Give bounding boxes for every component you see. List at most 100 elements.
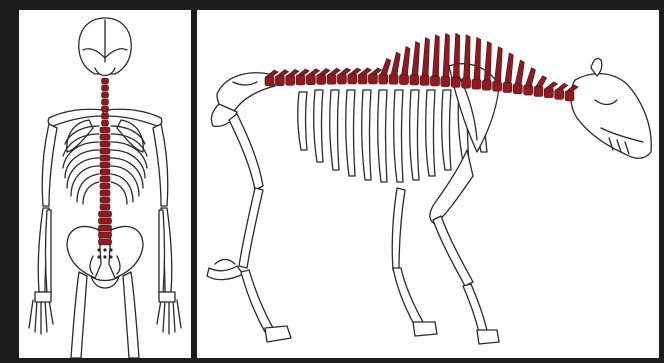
human-vertebra	[99, 232, 112, 238]
quadruped-dorsal-process	[381, 58, 391, 74]
quadruped-dorsal-process	[495, 47, 503, 82]
quadruped-dorsal-process	[319, 68, 330, 74]
human-vertebra	[99, 218, 112, 224]
human-sacrum-dot	[103, 255, 106, 258]
quadruped-vertebra	[368, 74, 377, 84]
human-vertebra	[100, 134, 110, 140]
quadruped-vertebra	[544, 88, 553, 98]
quadruped-dorsal-process	[474, 37, 481, 79]
quadruped-vertebra	[286, 75, 295, 85]
human-vertebra	[102, 113, 109, 119]
human-vertebra	[100, 127, 110, 133]
human-sacrum-dot	[103, 248, 106, 251]
quadruped-dorsal-process	[401, 46, 409, 74]
quadruped-vertebra	[493, 81, 502, 91]
quadruped-skeleton-drawing	[197, 10, 659, 358]
quadruped-vertebra	[306, 75, 315, 85]
quadruped-dorsal-process	[484, 41, 491, 80]
quadruped-dorsal-process	[288, 69, 299, 75]
human-vertebra	[100, 148, 110, 154]
human-vertebra	[100, 197, 110, 203]
human-vertebra	[99, 239, 112, 245]
human-vertebra	[100, 190, 110, 196]
quadruped-dorsal-process	[422, 38, 429, 76]
quadruped-vertebral-column	[265, 33, 578, 101]
quadruped-dorsal-process	[360, 68, 371, 74]
quadruped-vertebra	[389, 74, 398, 84]
quadruped-vertebra	[296, 75, 305, 85]
human-sacrum-dot	[109, 255, 112, 258]
quadruped-dorsal-process	[515, 60, 524, 84]
quadruped-vertebra	[524, 85, 533, 95]
quadruped-dorsal-process	[277, 70, 288, 76]
quadruped-vertebra	[513, 84, 522, 94]
quadruped-dorsal-process	[505, 53, 513, 82]
human-vertebra	[100, 169, 110, 175]
quadruped-vertebra	[265, 76, 274, 86]
human-sacrum-dot	[97, 248, 100, 251]
quadruped-vertebra	[399, 75, 408, 85]
quadruped-foreleg	[430, 150, 499, 344]
human-skeleton-panel	[19, 10, 191, 358]
quadruped-vertebra	[337, 74, 346, 84]
quadruped-skull	[571, 58, 652, 158]
human-vertebra	[100, 155, 110, 161]
human-skull	[79, 18, 132, 76]
human-vertebra	[102, 85, 109, 91]
human-vertebra	[102, 120, 109, 126]
quadruped-skeleton-panel	[197, 10, 659, 358]
human-vertebra	[100, 183, 110, 189]
quadruped-dorsal-process	[339, 68, 350, 74]
quadruped-dorsal-process	[370, 68, 381, 74]
quadruped-dorsal-process	[350, 68, 361, 74]
quadruped-dorsal-process	[308, 69, 319, 75]
quadruped-vertebra	[327, 74, 336, 84]
human-vertebra	[102, 106, 109, 112]
quadruped-dorsal-process	[526, 68, 536, 85]
human-sacrum-dot	[109, 248, 112, 251]
quadruped-dorsal-process	[267, 70, 278, 76]
quadruped-dorsal-process	[443, 33, 450, 76]
quadruped-vertebra	[482, 80, 491, 90]
quadruped-vertebra	[441, 77, 450, 87]
quadruped-vertebra	[431, 76, 440, 86]
quadruped-vertebra	[420, 75, 429, 85]
human-vertebra	[100, 176, 110, 182]
human-vertebra	[99, 225, 112, 231]
quadruped-vertebra	[410, 75, 419, 85]
quadruped-vertebra	[275, 76, 284, 86]
quadruped-vertebra	[472, 79, 481, 89]
quadruped-vertebra	[451, 77, 460, 87]
human-vertebra	[102, 92, 109, 98]
quadruped-vertebra	[317, 74, 326, 84]
quadruped-vertebra	[462, 78, 471, 88]
quadruped-dorsal-process	[412, 42, 420, 75]
human-vertebra	[100, 141, 110, 147]
human-left-arm	[29, 124, 57, 334]
quadruped-vertebra	[555, 89, 564, 99]
human-vertebra	[100, 204, 110, 210]
quadruped-hindleg	[207, 114, 291, 342]
quadruped-vertebra	[358, 74, 367, 84]
quadruped-vertebra	[503, 82, 512, 92]
human-skeleton-drawing	[19, 10, 191, 358]
quadruped-dorsal-process	[298, 69, 309, 75]
quadruped-dorsal-process	[453, 33, 460, 77]
quadruped-dorsal-process	[329, 68, 340, 74]
human-vertebra	[102, 78, 109, 84]
quadruped-dorsal-process	[557, 83, 568, 89]
quadruped-vertebra	[565, 91, 574, 101]
human-vertebra	[102, 99, 109, 105]
quadruped-vertebra	[379, 74, 388, 84]
human-sacrum-dot	[97, 255, 100, 258]
quadruped-vertebra	[534, 86, 543, 96]
quadruped-dorsal-process	[546, 82, 557, 88]
quadruped-dorsal-process	[536, 76, 547, 87]
human-vertebra	[99, 211, 112, 217]
quadruped-vertebra	[348, 74, 357, 84]
human-right-arm	[153, 124, 181, 334]
human-vertebra	[100, 162, 110, 168]
quadruped-dorsal-process	[433, 35, 440, 76]
quadruped-dorsal-process	[391, 52, 400, 74]
quadruped-dorsal-process	[464, 35, 471, 78]
